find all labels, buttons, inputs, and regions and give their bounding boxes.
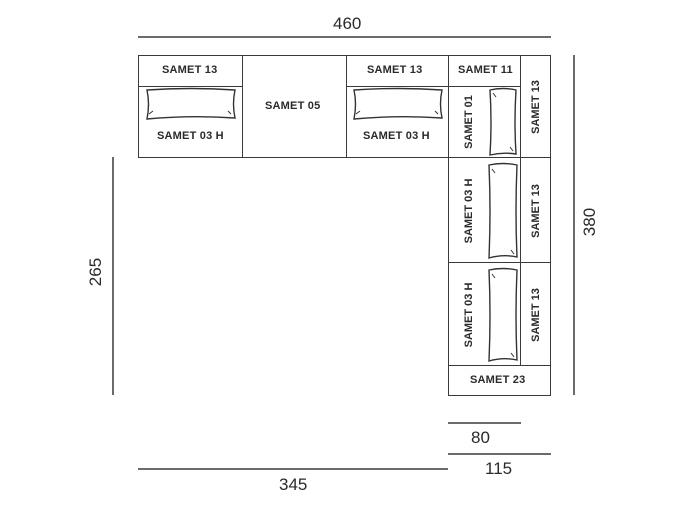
module-label: SAMET 03 H <box>157 130 224 142</box>
dimension-label-chaise-total: 115 <box>485 459 513 478</box>
dimension-label-width: 460 <box>333 14 362 33</box>
dimension-line-depth <box>573 55 575 395</box>
module-top-center-back: SAMET 13 <box>346 55 449 87</box>
dimension-line-left <box>112 157 114 395</box>
pillow-icon <box>146 87 236 120</box>
module-label: SAMET 03 H <box>463 178 475 244</box>
module-top-middle: SAMET 05 <box>242 55 347 158</box>
module-corner-side-back: SAMET 13 <box>520 55 551 158</box>
module-right-mid-back: SAMET 13 <box>520 157 551 263</box>
pillow-icon <box>488 267 518 362</box>
dimension-line-width <box>138 36 551 38</box>
module-top-center-seat: SAMET 03 H <box>346 86 449 158</box>
module-top-left-back: SAMET 13 <box>138 55 243 87</box>
module-top-left-seat: SAMET 03 H <box>138 86 243 158</box>
module-label: SAMET 13 <box>367 64 423 76</box>
module-right-low-back: SAMET 13 <box>520 262 551 366</box>
module-label: SAMET 13 <box>530 288 542 342</box>
module-right-low-seat: SAMET 03 H <box>448 262 521 366</box>
module-corner-back: SAMET 11 <box>448 55 521 87</box>
pillow-icon <box>353 87 443 120</box>
module-label: SAMET 03 H <box>363 130 430 142</box>
dimension-label-depth: 380 <box>580 207 599 237</box>
module-label: SAMET 13 <box>530 80 542 134</box>
dimension-line-chaise-seat <box>448 422 521 424</box>
module-label: SAMET 23 <box>470 374 526 386</box>
dimension-line-seat-run <box>138 468 448 470</box>
module-label: SAMET 01 <box>463 95 475 149</box>
pillow-icon <box>488 162 518 259</box>
dimension-label-chaise-seat: 80 <box>471 428 490 447</box>
module-label: SAMET 13 <box>530 184 542 238</box>
pillow-icon <box>489 87 517 156</box>
dimension-line-chaise-total <box>448 453 551 455</box>
dimension-label-left: 265 <box>86 257 105 287</box>
module-label: SAMET 11 <box>458 64 513 76</box>
dimension-label-seat-run: 345 <box>279 475 308 494</box>
module-label: SAMET 03 H <box>463 282 475 348</box>
module-right-mid-seat: SAMET 03 H <box>448 157 521 263</box>
module-label: SAMET 13 <box>162 64 218 76</box>
module-label: SAMET 05 <box>265 100 321 112</box>
module-bottom-end: SAMET 23 <box>448 365 551 396</box>
module-corner-seat: SAMET 01 <box>448 86 521 158</box>
